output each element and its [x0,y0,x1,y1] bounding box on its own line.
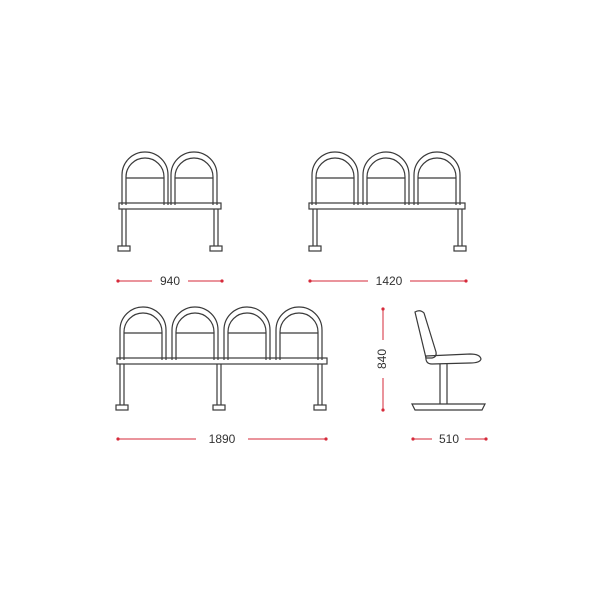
leg-right [457,209,463,246]
chair-side-view [411,310,486,411]
leg-middle [216,364,222,405]
foot-middle [212,404,226,411]
seat-back-2 [362,151,410,205]
dimension-line-chair-depth: 510 [411,432,488,446]
seat-back-3 [413,151,461,205]
seat-rail [308,202,466,210]
four-seat-bench [115,306,328,411]
seat-back-2 [170,151,218,205]
seat-back-3 [223,306,271,360]
dimension-line-two-seat: 940 [116,274,224,288]
seat-back-4 [275,306,323,360]
seat-back-1 [121,151,169,205]
chair-seat [425,353,482,365]
seat-back-2 [171,306,219,360]
dimension-four-seat-width: 1890 [209,432,236,446]
foot-left [308,245,322,252]
seat-rail [118,202,222,210]
dimension-line-chair-height: 840 [375,307,389,412]
foot-left [115,404,129,411]
seat-rail [116,357,328,365]
chair-backrest [414,310,437,359]
seat-back-1 [119,306,167,360]
two-seat-bench [117,151,223,252]
leg-left [121,209,127,246]
dimension-two-seat-width: 940 [160,274,180,288]
dimension-line-three-seat: 1420 [308,274,468,288]
three-seat-bench [308,151,467,252]
dimension-chair-height: 840 [375,349,389,369]
chair-base [411,403,486,411]
dimension-three-seat-width: 1420 [376,274,403,288]
foot-right [209,245,223,252]
foot-right [313,404,327,411]
dimension-chair-depth: 510 [439,432,459,446]
foot-left [117,245,131,252]
leg-right [317,364,323,405]
foot-right [453,245,467,252]
leg-right [213,209,219,246]
leg-left [119,364,125,405]
seat-back-1 [311,151,359,205]
chair-column [439,364,448,404]
dimension-line-four-seat: 1890 [116,432,328,446]
leg-left [312,209,318,246]
